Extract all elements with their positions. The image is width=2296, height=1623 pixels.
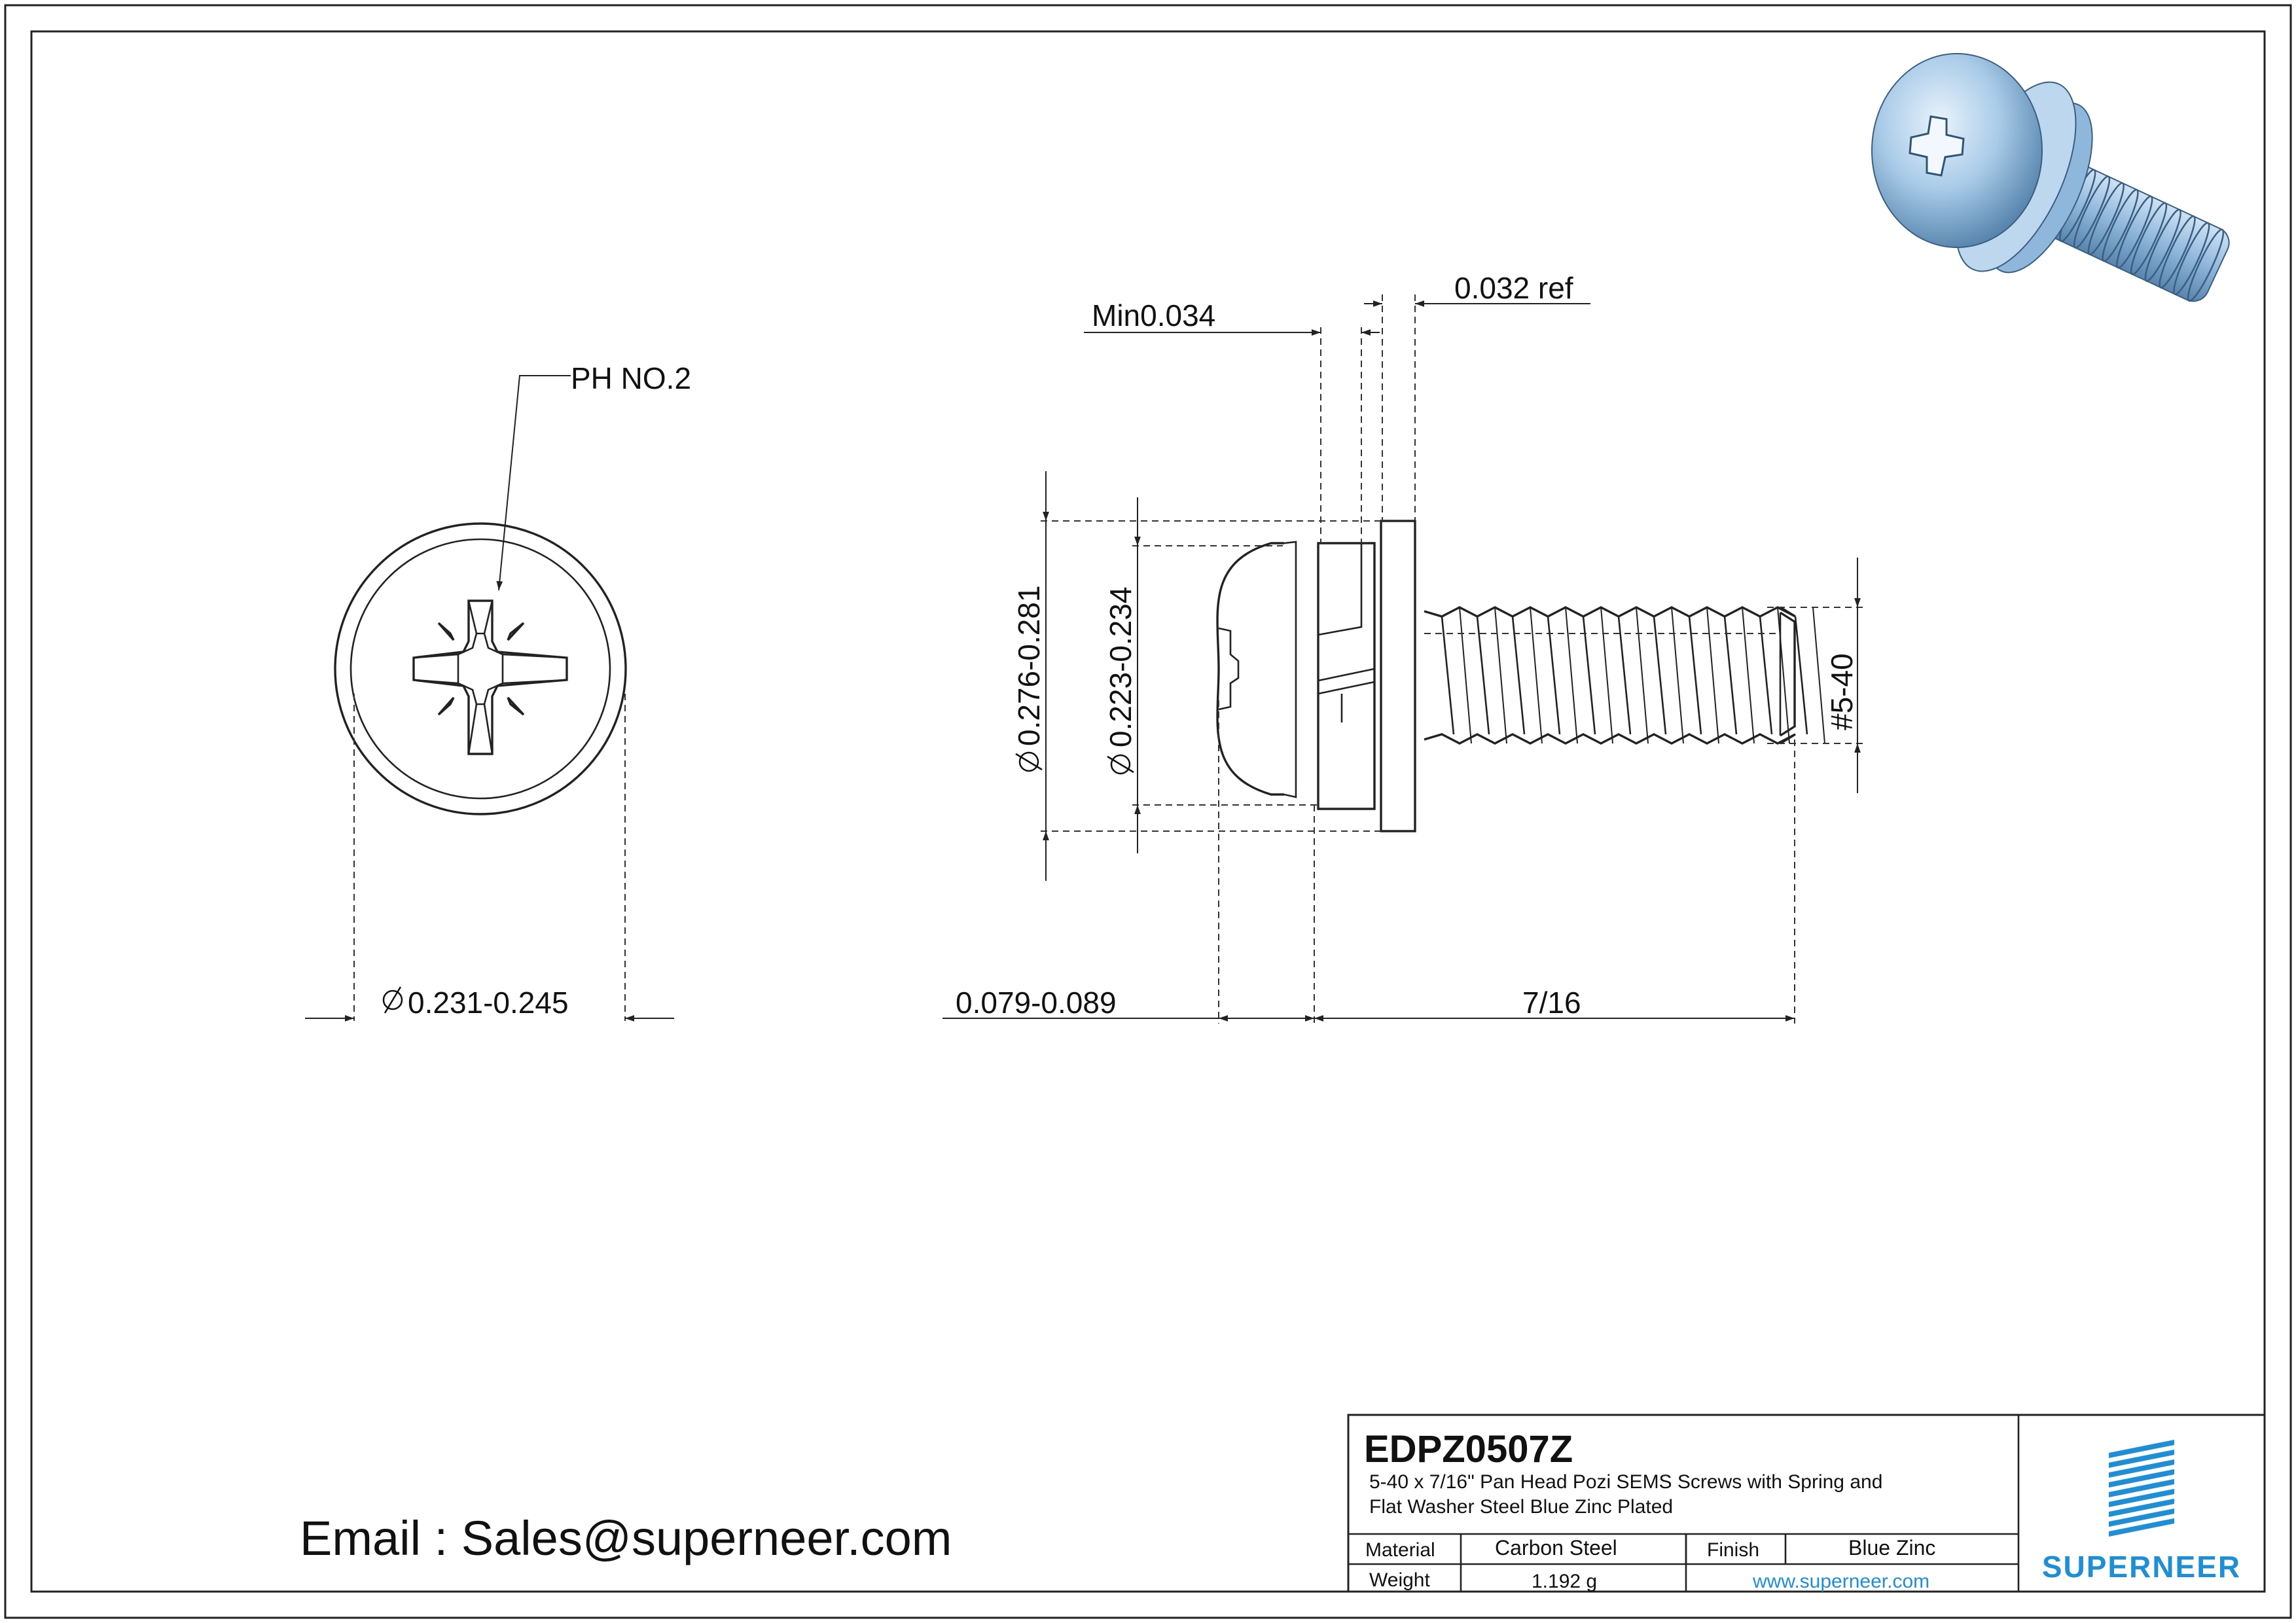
contact-email: Email : Sales@superneer.com — [300, 1511, 952, 1565]
weight-value: 1.192 g — [1532, 1571, 1597, 1592]
screw-3d-render — [1871, 53, 2230, 302]
thread-size-dimension: #5-40 — [1825, 653, 1859, 730]
drive-type-label: PH NO.2 — [571, 361, 691, 395]
washer-od-dimension: 0.276-0.281 — [1012, 585, 1046, 746]
pozi-recess-icon — [412, 599, 568, 755]
material-value: Carbon Steel — [1495, 1536, 1617, 1560]
head-height-dimension: 0.079-0.089 — [956, 986, 1117, 1020]
threaded-shank — [1424, 606, 1825, 745]
material-label: Material — [1365, 1539, 1435, 1561]
pan-head — [1216, 542, 1284, 796]
inner-border — [30, 30, 2266, 1593]
side-view — [1216, 520, 1825, 832]
description-line-1: 5-40 x 7/16" Pan Head Pozi SEMS Screws w… — [1369, 1471, 1882, 1493]
website-link[interactable]: www.superneer.com — [1752, 1571, 1929, 1592]
flat-washer — [1380, 520, 1416, 832]
finish-value: Blue Zinc — [1848, 1536, 1935, 1560]
head-diameter-dimension: 0.231-0.245 — [408, 986, 569, 1020]
logo-text: SUPERNEER — [2042, 1550, 2241, 1584]
washer-thickness-dimension: Min0.034 — [1092, 298, 1215, 332]
pozi-recess-icon — [1909, 115, 1965, 177]
diameter-symbol-icon — [1107, 754, 1134, 775]
diameter-symbol-icon — [1015, 751, 1043, 772]
superneer-logo-icon — [2109, 1440, 2174, 1537]
front-view — [305, 375, 674, 1022]
weight-label: Weight — [1369, 1569, 1430, 1591]
diameter-symbol-icon — [382, 986, 403, 1014]
spring-washer-od-dimension: 0.223-0.234 — [1103, 586, 1138, 747]
outer-border — [4, 4, 2292, 1619]
flat-washer-thickness-dimension: 0.032 ref — [1454, 271, 1573, 305]
description-line-2: Flat Washer Steel Blue Zinc Plated — [1369, 1496, 1673, 1518]
length-dimension: 7/16 — [1522, 986, 1581, 1020]
part-number: EDPZ0507Z — [1364, 1428, 1573, 1471]
finish-label: Finish — [1707, 1539, 1759, 1561]
spring-washer — [1317, 542, 1376, 810]
